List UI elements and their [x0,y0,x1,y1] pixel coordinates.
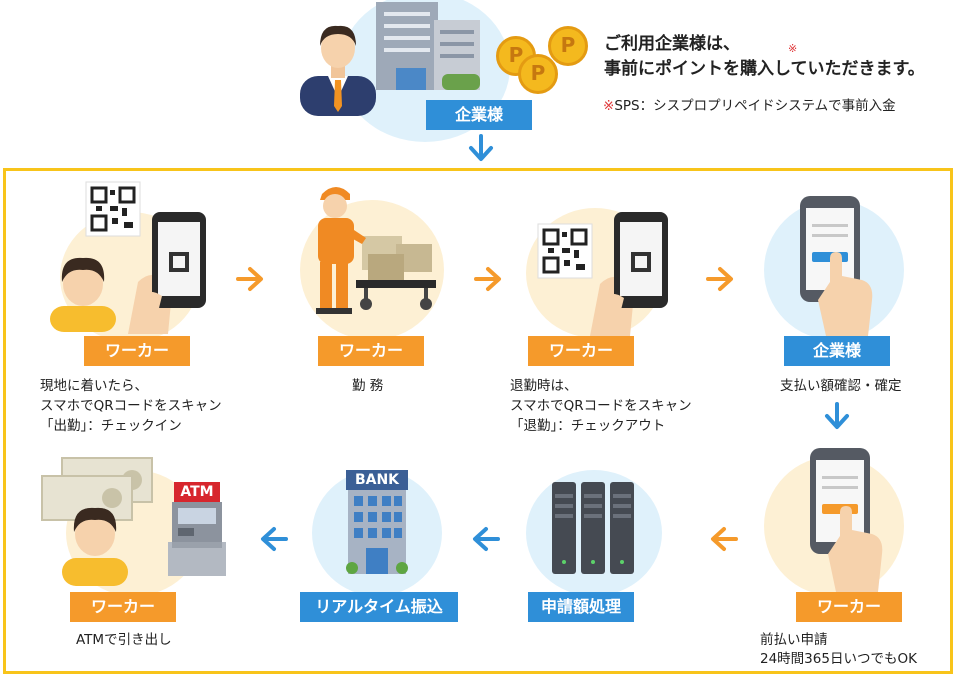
checkin-desc-line3: 「出勤」：チェックイン [40,418,182,434]
confirm-desc: 支払い額確認・確定 [780,378,902,394]
checkout-desc-line3: 「退勤」：チェックアウト [510,418,666,434]
request-label: ワーカー [796,592,902,622]
request-desc-line2: 24時間365日いつでもOK [760,651,917,667]
checkin-label: ワーカー [84,336,190,366]
bank-sign: BANK [346,470,408,490]
note-marker: ※ [788,42,798,55]
server-rack-icon [552,482,634,574]
worker-avatar-icon [62,507,128,586]
smartphone-hand-icon [128,212,206,334]
arrow-left-icon [473,527,500,551]
worker-avatar-icon [50,257,116,332]
request-desc-line1: 前払い申請 [760,632,828,648]
arrow-left-icon [261,527,288,551]
withdraw-desc: ATMで引き出し [76,632,172,648]
arrow-right-icon [474,267,501,291]
atm-machine: ATM [168,482,226,576]
arrow-right-icon [236,267,263,291]
arrow-left-icon [711,527,738,551]
withdraw-label: ワーカー [70,592,176,622]
bank-building: BANK [346,470,408,574]
note-mark: ※ [603,98,615,114]
checkin-desc-line2: スマホでQRコードをスキャン [40,398,222,414]
work-desc: 勤 務 [352,378,384,394]
checkin-desc-line1: 現地に着いたら、 [40,378,148,394]
coin-icon: P [518,54,558,94]
smartphone-tap-icon [800,196,873,336]
smartphone-tap-icon [810,448,883,592]
arrow-down-icon [825,402,849,429]
intro-line-1: ご利用企業様は、 [604,34,740,54]
checkout-desc-line1: 退勤時は、 [510,378,578,394]
bank-building-icon [346,490,408,574]
arrow-down-icon [469,134,493,161]
atm-icon [168,502,226,576]
coin-icon: P [548,26,588,66]
flow-frame [3,168,953,674]
company-label: 企業様 [426,100,532,130]
atm-sign: ATM [174,482,220,502]
note-text: SPS：シスプロプリペイドシステムで事前入金 [614,98,896,114]
checkout-label: ワーカー [528,336,634,366]
qr-code-icon [85,181,141,237]
point-coins: P P P [496,26,596,96]
office-building-icon [376,2,480,90]
confirm-label: 企業様 [784,336,890,366]
transfer-label: リアルタイム振込 [300,592,458,622]
delivery-worker-icon [316,187,436,314]
arrow-right-icon [706,267,733,291]
intro-line-2: 事前にポイントを購入していただきます。 [604,59,925,79]
smartphone-hand-icon [590,212,668,336]
businessman-icon [300,25,376,116]
qr-code-icon [537,223,593,279]
checkout-desc-line2: スマホでQRコードをスキャン [510,398,692,414]
processing-label: 申請額処理 [528,592,634,622]
note: ※SPS：シスプロプリペイドシステムで事前入金 [603,94,896,114]
work-label: ワーカー [318,336,424,366]
